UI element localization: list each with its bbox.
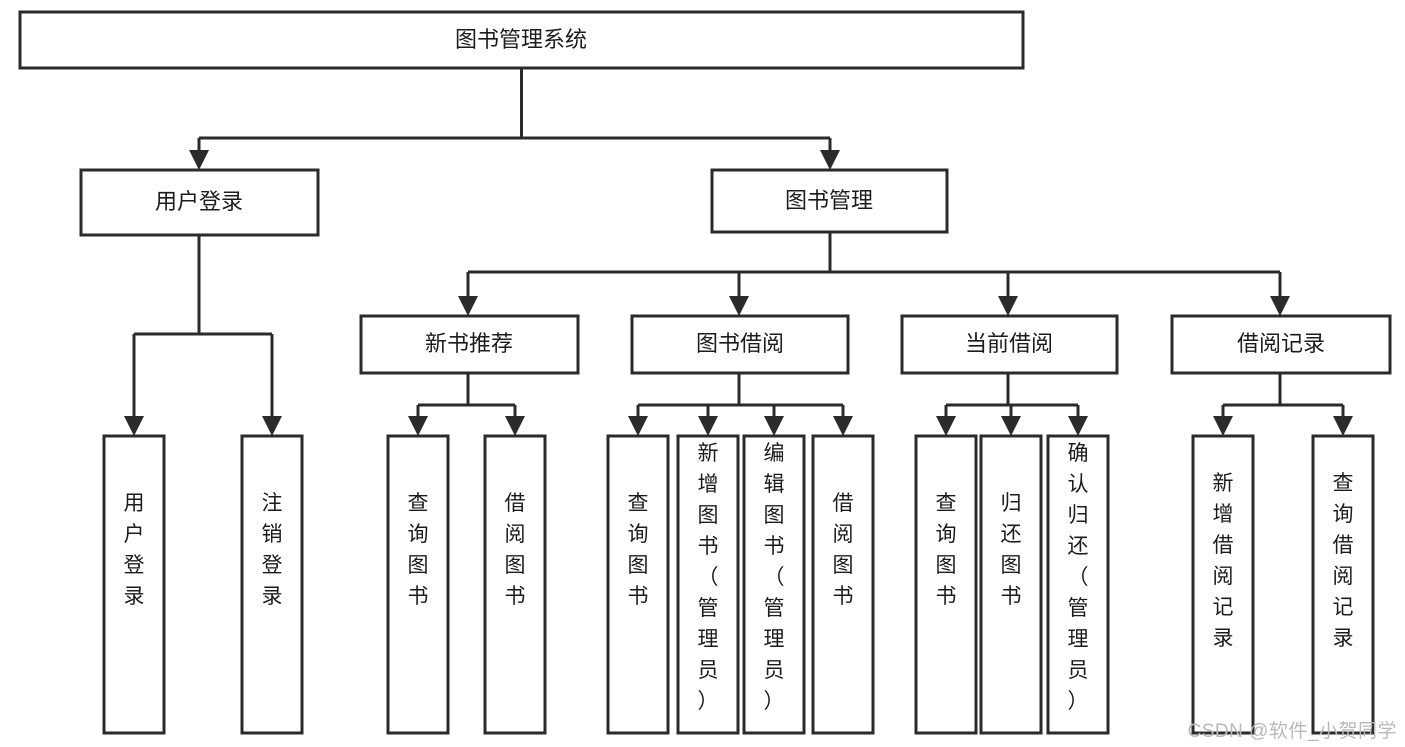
arrow-head-leaf-edit-book xyxy=(764,416,784,436)
node-leaf-borrow-book-2-label: 借阅图书 xyxy=(833,492,854,608)
node-borrow-record[interactable]: 借阅记录 xyxy=(1170,314,1392,375)
connector-group-book-management xyxy=(458,232,1290,316)
node-current-borrow-box[interactable] xyxy=(900,314,1119,375)
arrow-head-book-borrow xyxy=(729,296,749,316)
arrow-head-leaf-confirm-return xyxy=(1068,416,1088,436)
arrow-head-leaf-return-book xyxy=(1001,416,1021,436)
node-leaf-add-record[interactable]: 新增借阅记录 xyxy=(1191,434,1255,735)
connector-group-borrow-record xyxy=(1213,373,1353,436)
node-user-login-label: 用户登录 xyxy=(155,189,243,214)
node-leaf-query-book-2-box[interactable] xyxy=(606,434,670,735)
node-leaf-query-book-1[interactable]: 查询图书 xyxy=(386,434,450,735)
node-leaf-user-login-box[interactable] xyxy=(102,434,166,735)
node-leaf-add-book-label: 新增图书（管理员） xyxy=(698,442,719,713)
node-leaf-confirm-return-box[interactable] xyxy=(1046,434,1110,735)
node-leaf-query-book-3-box[interactable] xyxy=(914,434,978,735)
node-leaf-return-book[interactable]: 归还图书 xyxy=(979,434,1043,735)
node-leaf-query-record-box[interactable] xyxy=(1311,434,1375,735)
node-leaf-logout-label: 注销登录 xyxy=(262,492,283,608)
node-leaf-borrow-book-2-box[interactable] xyxy=(811,434,875,735)
node-leaf-return-book-label: 归还图书 xyxy=(1001,492,1022,608)
connector-group-root xyxy=(189,68,840,170)
arrow-head-borrow-record xyxy=(1270,296,1290,316)
node-root-box[interactable] xyxy=(18,10,1025,70)
node-leaf-query-book-2[interactable]: 查询图书 xyxy=(606,434,670,735)
node-book-borrow-label: 图书借阅 xyxy=(696,331,784,356)
node-leaf-query-book-3-label: 查询图书 xyxy=(936,492,957,608)
node-leaf-return-book-box[interactable] xyxy=(979,434,1043,735)
node-book-borrow-box[interactable] xyxy=(630,314,850,375)
arrow-head-new-book-recommend xyxy=(458,296,478,316)
node-leaf-borrow-book-1-label: 借阅图书 xyxy=(505,492,526,608)
node-leaf-query-record-label: 查询借阅记录 xyxy=(1333,472,1354,650)
node-leaf-confirm-return-label: 确认归还（管理员） xyxy=(1068,442,1089,713)
connector-group-new-book-recommend xyxy=(408,373,525,436)
node-new-book-recommend[interactable]: 新书推荐 xyxy=(359,314,580,375)
arrow-head-leaf-add-record xyxy=(1213,416,1233,436)
connector-group-current-borrow xyxy=(936,373,1088,436)
arrow-head-leaf-query-book-1 xyxy=(408,416,428,436)
arrow-head-leaf-query-book-3 xyxy=(936,416,956,436)
node-leaf-add-record-box[interactable] xyxy=(1191,434,1255,735)
node-leaf-logout-box[interactable] xyxy=(240,434,304,735)
node-leaf-user-login[interactable]: 用户登录 xyxy=(102,434,166,735)
node-user-login[interactable]: 用户登录 xyxy=(79,168,320,237)
arrow-head-current-borrow xyxy=(998,296,1018,316)
node-leaf-add-record-label: 新增借阅记录 xyxy=(1213,472,1234,650)
node-leaf-edit-book-label: 编辑图书（管理员） xyxy=(764,442,785,713)
node-borrow-record-label: 借阅记录 xyxy=(1237,331,1325,356)
node-leaf-borrow-book-1[interactable]: 借阅图书 xyxy=(483,434,547,735)
arrow-head-leaf-query-book-2 xyxy=(628,416,648,436)
node-new-book-recommend-box[interactable] xyxy=(359,314,580,375)
node-leaf-add-book-box[interactable] xyxy=(676,434,740,735)
node-leaf-borrow-book-2[interactable]: 借阅图书 xyxy=(811,434,875,735)
arrow-head-leaf-logout xyxy=(262,416,282,436)
node-root-label: 图书管理系统 xyxy=(455,27,587,52)
arrow-head-book-management xyxy=(820,150,840,170)
arrow-head-leaf-borrow-book-1 xyxy=(505,416,525,436)
watermark: CSDN @软件_小贺同学 xyxy=(1187,721,1397,742)
node-book-management-box[interactable] xyxy=(710,168,949,234)
arrow-head-leaf-query-record xyxy=(1333,416,1353,436)
node-leaf-query-book-1-box[interactable] xyxy=(386,434,450,735)
node-root[interactable]: 图书管理系统 xyxy=(18,10,1025,70)
node-leaf-confirm-return[interactable]: 确认归还（管理员） xyxy=(1046,434,1110,735)
node-book-management-label: 图书管理 xyxy=(785,188,873,213)
node-current-borrow[interactable]: 当前借阅 xyxy=(900,314,1119,375)
node-leaf-add-book[interactable]: 新增图书（管理员） xyxy=(676,434,740,735)
node-leaf-logout[interactable]: 注销登录 xyxy=(240,434,304,735)
node-leaf-user-login-label: 用户登录 xyxy=(124,492,145,608)
node-current-borrow-label: 当前借阅 xyxy=(965,331,1053,356)
node-leaf-borrow-book-1-box[interactable] xyxy=(483,434,547,735)
node-leaf-query-record[interactable]: 查询借阅记录 xyxy=(1311,434,1375,735)
arrow-head-user-login xyxy=(189,150,209,170)
arrow-head-leaf-add-book xyxy=(698,416,718,436)
node-new-book-recommend-label: 新书推荐 xyxy=(425,331,513,356)
arrow-head-leaf-user-login xyxy=(124,416,144,436)
connector-group-user-login xyxy=(124,235,282,436)
node-leaf-query-book-1-label: 查询图书 xyxy=(408,492,429,608)
node-user-login-box[interactable] xyxy=(79,168,320,237)
node-leaf-edit-book[interactable]: 编辑图书（管理员） xyxy=(742,434,806,735)
node-book-management[interactable]: 图书管理 xyxy=(710,168,949,234)
node-leaf-query-book-2-label: 查询图书 xyxy=(628,492,649,608)
connector-group-book-borrow xyxy=(628,373,853,436)
node-leaf-query-book-3[interactable]: 查询图书 xyxy=(914,434,978,735)
arrow-head-leaf-borrow-book-2 xyxy=(833,416,853,436)
node-borrow-record-box[interactable] xyxy=(1170,314,1392,375)
node-book-borrow[interactable]: 图书借阅 xyxy=(630,314,850,375)
node-leaf-edit-book-box[interactable] xyxy=(742,434,806,735)
